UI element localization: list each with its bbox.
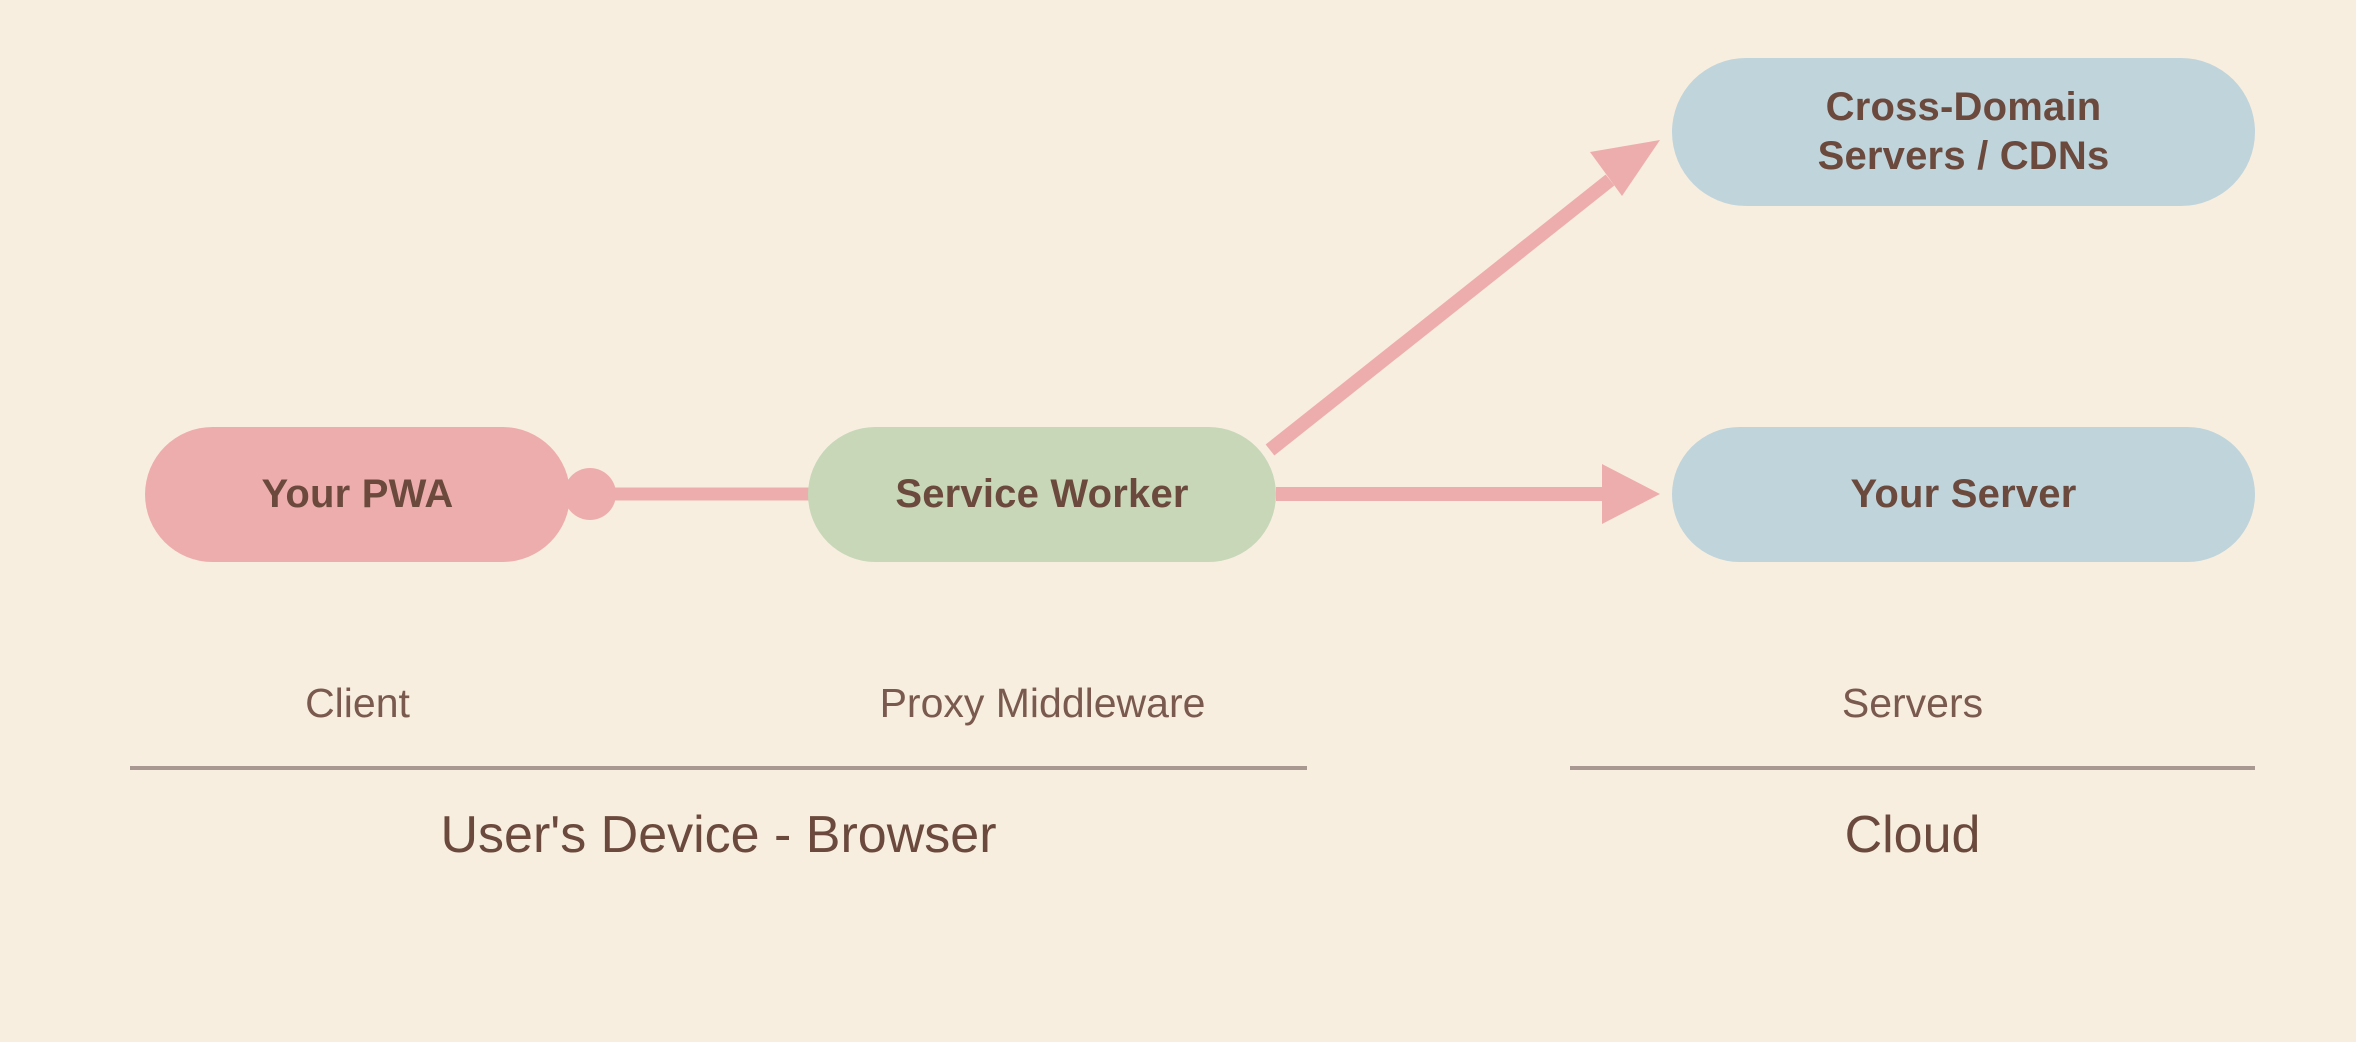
zone-label-servers: Servers — [1841, 680, 1984, 726]
edge-line-sw-crossdomain — [1265, 174, 1615, 456]
node-service-worker-label: Service Worker — [895, 472, 1189, 517]
edge-pwa-to-service-worker — [564, 468, 810, 520]
node-your-server-label: Your Server — [1850, 472, 2077, 517]
divider-right — [1570, 766, 2255, 770]
zone-label-client: Client — [305, 680, 410, 726]
divider-left — [130, 766, 1307, 770]
arrowhead-icon-cross-domain — [1590, 140, 1660, 196]
node-cross-domain-servers[interactable]: Cross-Domain Servers / CDNs — [1672, 58, 2255, 206]
node-service-worker[interactable]: Service Worker — [808, 427, 1276, 562]
edge-service-worker-to-cross-domain — [1265, 140, 1660, 456]
node-cross-domain-label: Cross-Domain Servers / CDNs — [1818, 83, 2110, 181]
zone-label-proxy-middleware: Proxy Middleware — [879, 680, 1206, 726]
node-cross-domain-label-line-1: Cross-Domain — [1825, 85, 2102, 130]
node-your-pwa[interactable]: Your PWA — [145, 427, 570, 562]
arrowhead-icon-your-server — [1602, 464, 1660, 524]
edge-start-circle-marker — [564, 468, 616, 520]
group-title-users-device-browser: User's Device - Browser — [440, 806, 997, 864]
node-your-server[interactable]: Your Server — [1672, 427, 2255, 562]
edge-service-worker-to-your-server — [1276, 464, 1660, 524]
group-title-cloud: Cloud — [1844, 806, 1981, 864]
node-cross-domain-label-line-2: Servers / CDNs — [1817, 134, 2110, 178]
node-your-pwa-label: Your PWA — [261, 472, 454, 517]
